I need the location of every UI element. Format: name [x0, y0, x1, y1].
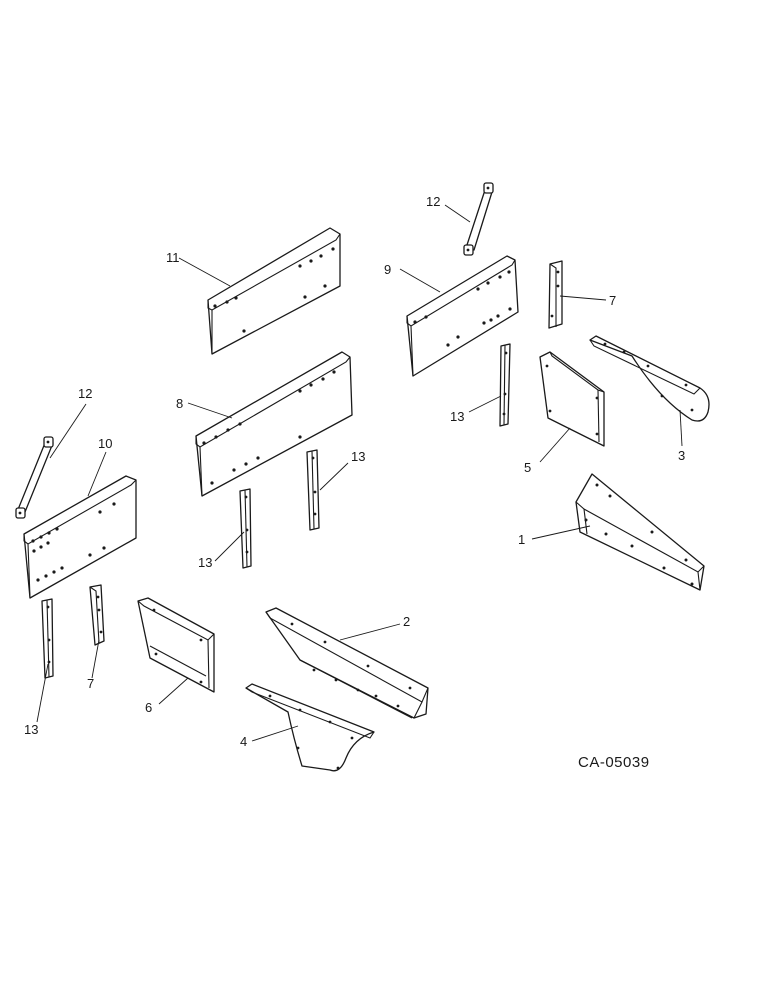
- part-7-channel-right: [548, 260, 563, 329]
- part-6-panel: [137, 597, 215, 693]
- callout-8: 8: [176, 396, 183, 411]
- part-13-bracket-middle: [239, 488, 252, 569]
- part-2-angle-bar: [265, 607, 429, 719]
- part-12-strap-left: [15, 436, 54, 519]
- part-13-bracket-upper-right: [499, 343, 511, 427]
- callout-13-middle: 13: [198, 555, 212, 570]
- part-3-gusset: [589, 335, 710, 422]
- callout-7-right: 7: [609, 293, 616, 308]
- callout-1: 1: [518, 532, 525, 547]
- part-4-gusset: [245, 683, 375, 772]
- part-8-plate: [195, 351, 353, 497]
- callout-10: 10: [98, 436, 112, 451]
- callout-13-upper-right: 13: [450, 409, 464, 424]
- callout-2: 2: [403, 614, 410, 629]
- part-1-frame-bracket: [575, 473, 705, 591]
- leader-lines: [36, 204, 683, 742]
- part-13-bracket-center: [306, 449, 320, 531]
- part-7-channel-left: [89, 584, 105, 646]
- callout-11: 11: [166, 250, 180, 265]
- callout-12-top: 12: [426, 194, 440, 209]
- part-9-plate: [406, 255, 519, 377]
- callout-13-left: 13: [24, 722, 38, 737]
- callout-6: 6: [145, 700, 152, 715]
- part-11-plate: [207, 227, 341, 355]
- callout-12-left: 12: [78, 386, 92, 401]
- part-10-plate: [23, 475, 137, 599]
- part-13-bracket-left: [41, 598, 54, 679]
- callout-7-left: 7: [87, 676, 94, 691]
- callout-9: 9: [384, 262, 391, 277]
- part-12-strap-top: [463, 182, 494, 256]
- callout-labels: 1 2 3 4 5 6 7 7 8 9 10 11 12 12 13 13 13…: [24, 194, 685, 749]
- part-5-panel: [539, 351, 605, 447]
- drawing-code: CA-05039: [578, 754, 650, 771]
- callout-3: 3: [678, 448, 685, 463]
- callout-4: 4: [240, 734, 247, 749]
- callout-5: 5: [524, 460, 531, 475]
- callout-13-center: 13: [351, 449, 365, 464]
